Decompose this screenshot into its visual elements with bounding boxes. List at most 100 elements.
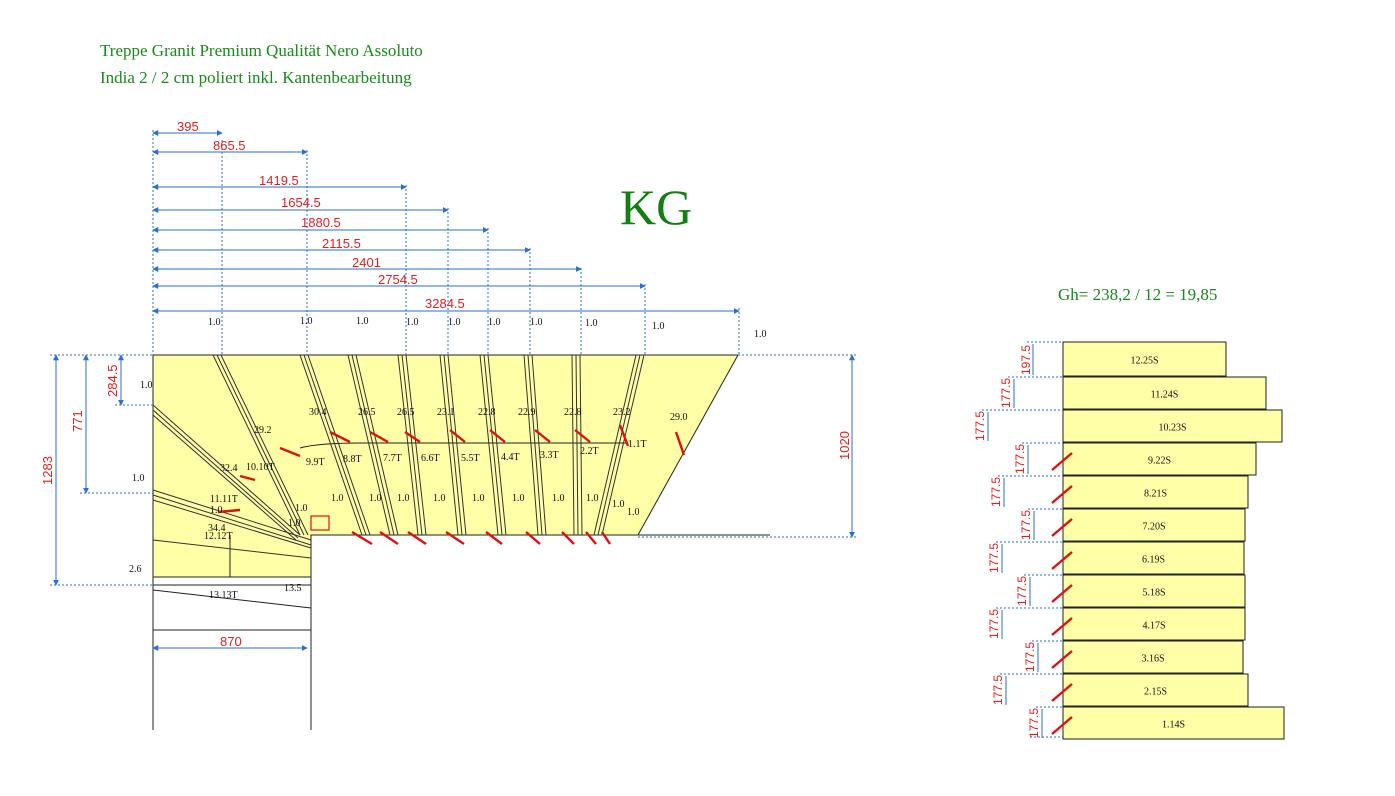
nosing-marker	[1051, 683, 1073, 702]
angle-value: 26.5	[397, 407, 415, 418]
nosing-marker	[1051, 551, 1073, 570]
dim-value: 2754.5	[378, 272, 418, 287]
step-label: 1.14S	[1162, 720, 1185, 731]
angle-value: 26.5	[358, 407, 376, 418]
tread-markers	[217, 424, 686, 546]
title-line-2: India 2 / 2 cm poliert inkl. Kantenbearb…	[100, 68, 412, 87]
edge-value: 1.0	[210, 505, 223, 516]
step-block	[1062, 607, 1246, 641]
step-block	[1062, 409, 1283, 443]
riser-dim-value: 177.5	[1019, 510, 1033, 540]
edge-value: 2.6	[129, 564, 142, 575]
unit-label: 1.0	[208, 317, 221, 328]
tread-tag: 1.1T	[628, 439, 647, 450]
edge-value: 1.0	[295, 503, 308, 514]
step-label: 6.19S	[1142, 555, 1165, 566]
unit-label: 1.0	[356, 316, 369, 327]
step-block	[1062, 442, 1257, 476]
edge-value: 1.0	[369, 493, 382, 504]
right-dimension-lines	[638, 354, 858, 538]
angle-value: 23.1	[437, 407, 455, 418]
step-block	[1062, 574, 1246, 608]
dim-value: 1283	[40, 456, 55, 485]
left-dimension-lines	[50, 354, 153, 586]
edge-value: 1.0	[512, 493, 525, 504]
edge-value: 1.0	[627, 507, 640, 518]
step-label: 11.24S	[1151, 390, 1179, 401]
angle-value: 34.4	[208, 523, 226, 534]
dim-value: 1880.5	[301, 215, 341, 230]
nosing-marker	[1051, 617, 1073, 636]
nosing-marker	[1051, 518, 1073, 537]
step-label: 12.25S	[1130, 356, 1158, 367]
step-block	[1062, 508, 1246, 542]
edge-value: 1.0	[586, 493, 599, 504]
step-block	[1062, 640, 1244, 674]
edge-value: 1.0	[433, 493, 446, 504]
nosing-marker	[1051, 485, 1073, 504]
riser-dim-value: 177.5	[1013, 444, 1027, 474]
top-dimension-values: 395 865.5 1419.5 1654.5 1880.5 2115.5 24…	[177, 119, 465, 311]
angle-value: 22.9	[518, 407, 536, 418]
unit-label: 1.0	[300, 316, 313, 327]
riser-dim-value: 177.5	[999, 378, 1013, 408]
riser-dim-value: 177.5	[1023, 642, 1037, 672]
tread-tag: 4.4T	[501, 452, 520, 463]
tread-tag: 7.7T	[383, 453, 402, 464]
edge-value: 1.0	[552, 493, 565, 504]
step-label: 7.20S	[1142, 522, 1165, 533]
riser-dim-value: 177.5	[1015, 576, 1029, 606]
tread-tag: 5.5T	[461, 453, 480, 464]
angle-value: 29.0	[670, 412, 688, 423]
angle-value: 23.2	[613, 407, 631, 418]
unit-label: 1.0	[406, 317, 419, 328]
dim-value: 1654.5	[281, 195, 321, 210]
nosing-marker	[1051, 584, 1073, 603]
unit-label: 1.0	[652, 321, 665, 332]
riser-dim-value: 177.5	[973, 411, 987, 441]
floor-label: KG	[620, 179, 693, 235]
dim-value: 1020	[837, 431, 852, 460]
unit-label: 1.0	[754, 329, 767, 340]
edge-value: 1.0	[288, 518, 301, 529]
angle-value: 30.4	[309, 407, 327, 418]
plan-labels: 9.9T 8.8T 7.7T 6.6T 5.5T 4.4T 3.3T 2.2T …	[129, 380, 688, 601]
dim-value: 771	[70, 410, 85, 432]
step-block	[1062, 341, 1227, 377]
dim-value: 2115.5	[322, 236, 361, 251]
dim-value: 284.5	[105, 364, 120, 397]
angle-value: 32.4	[220, 463, 238, 474]
unit-label: 1.0	[530, 317, 543, 328]
tread-lines	[152, 354, 645, 559]
edge-value: 1.0	[140, 380, 153, 391]
top-unit-labels: 1.0 1.0 1.0 1.0 1.0 1.0 1.0 1.0 1.0 1.0	[208, 316, 767, 340]
tread-tag: 13.13T	[209, 590, 238, 601]
riser-formula: Gh= 238,2 / 12 = 19,85	[1058, 285, 1218, 304]
unit-label: 1.0	[585, 318, 598, 329]
step-block	[1062, 475, 1249, 509]
edge-value: 1.0	[612, 499, 625, 510]
dim-value: 395	[177, 119, 199, 134]
tread-tag: 9.9T	[306, 457, 325, 468]
plan-outline	[152, 355, 770, 730]
step-label: 8.21S	[1144, 489, 1167, 500]
angle-value: 22.8	[564, 407, 582, 418]
edge-value: 1.0	[331, 493, 344, 504]
step-label: 5.18S	[1142, 588, 1165, 599]
tread-tag: 11.11T	[210, 494, 238, 505]
riser-dim-value: 197.5	[1019, 345, 1033, 375]
dim-value: 2401	[352, 255, 381, 270]
tread-tag: 8.8T	[343, 454, 362, 465]
riser-dim-value: 177.5	[989, 477, 1003, 507]
step-block	[1062, 706, 1285, 740]
step-block	[1062, 376, 1267, 410]
edge-value: 1.0	[397, 493, 410, 504]
tread-tag: 2.2T	[580, 446, 599, 457]
dim-value: 3284.5	[425, 296, 465, 311]
step-label: 3.16S	[1141, 654, 1164, 665]
step-label: 9.22S	[1148, 456, 1171, 467]
step-label: 4.17S	[1142, 621, 1165, 632]
tread-tag: 12.12T	[204, 531, 233, 542]
title-line-1: Treppe Granit Premium Qualität Nero Asso…	[100, 41, 423, 60]
